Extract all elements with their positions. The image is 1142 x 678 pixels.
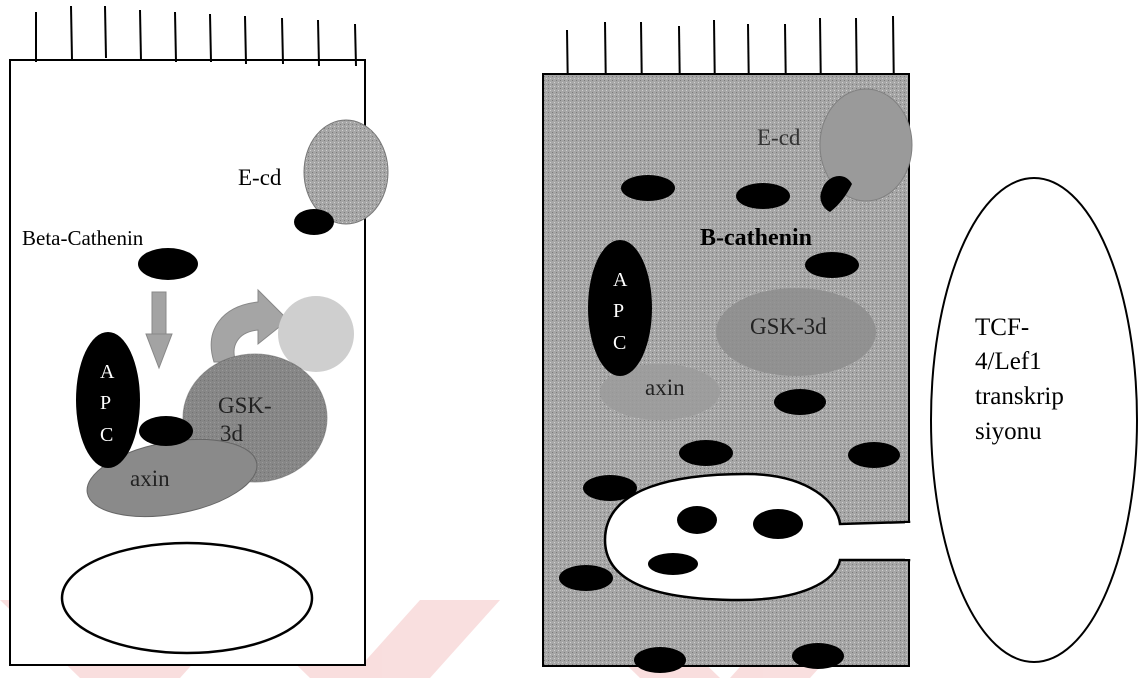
right-gsk-label: GSK-3d [750,314,827,339]
right-axin-label: axin [645,375,685,400]
tcf-lef1-transcription: TCF- 4/Lef1 transkrip siyonu [931,178,1137,662]
right-betacatenin-dot-10 [792,643,844,669]
left-apc-letter-p: P [100,392,111,414]
right-betacatenin-dot-6 [848,442,900,468]
phosphate-circle [278,296,354,372]
left-apc-letter-a: A [100,361,115,383]
left-axin-label: axin [130,466,170,491]
right-apc-letter-p: P [613,300,624,322]
tcf-line-2: 4/Lef1 [975,348,1042,375]
nuclear-betacatenin-dot-2 [753,509,803,539]
right-betacatenin-dot-1 [621,175,675,201]
right-betacatenin-dot-9 [634,647,686,673]
right-apc-letter-a: A [613,269,628,291]
right-betacatenin-dot-8 [559,565,613,591]
right-betacatenin-dot-5 [679,440,733,466]
right-ecd-label: E-cd [757,125,801,150]
left-cell: E-cd Beta-Cathenin GSK- 3d axin A P C [10,6,388,665]
left-nucleus [62,543,312,653]
left-free-betacatenin [138,248,198,280]
left-ecadherin-betacatenin-dot [294,209,334,235]
right-betacatenin-dot-4 [774,389,826,415]
tcf-line-1: TCF- [975,314,1029,341]
tcf-line-3: transkrip [975,383,1064,410]
right-cell: E-cd B-cathenin GSK-3d axin A P C [543,16,912,673]
nuclear-betacatenin-dot-3 [648,553,698,575]
right-apc-letter-c: C [613,332,626,354]
nuclear-betacatenin-dot-1 [677,506,717,534]
tcf-line-4: siyonu [975,418,1042,445]
right-b-catenin-label: B-cathenin [700,225,812,251]
left-receptor-lines [36,6,356,66]
left-ecadherin-receptor [304,120,388,224]
left-apc-letter-c: C [100,424,113,446]
left-gsk-line-1: GSK- [218,393,272,418]
left-ecd-label: E-cd [238,165,282,190]
left-bound-betacatenin [139,416,193,446]
right-betacatenin-dot-3 [805,252,859,278]
right-betacatenin-dot-2 [736,183,790,209]
left-beta-catenin-label: Beta-Cathenin [22,226,144,250]
